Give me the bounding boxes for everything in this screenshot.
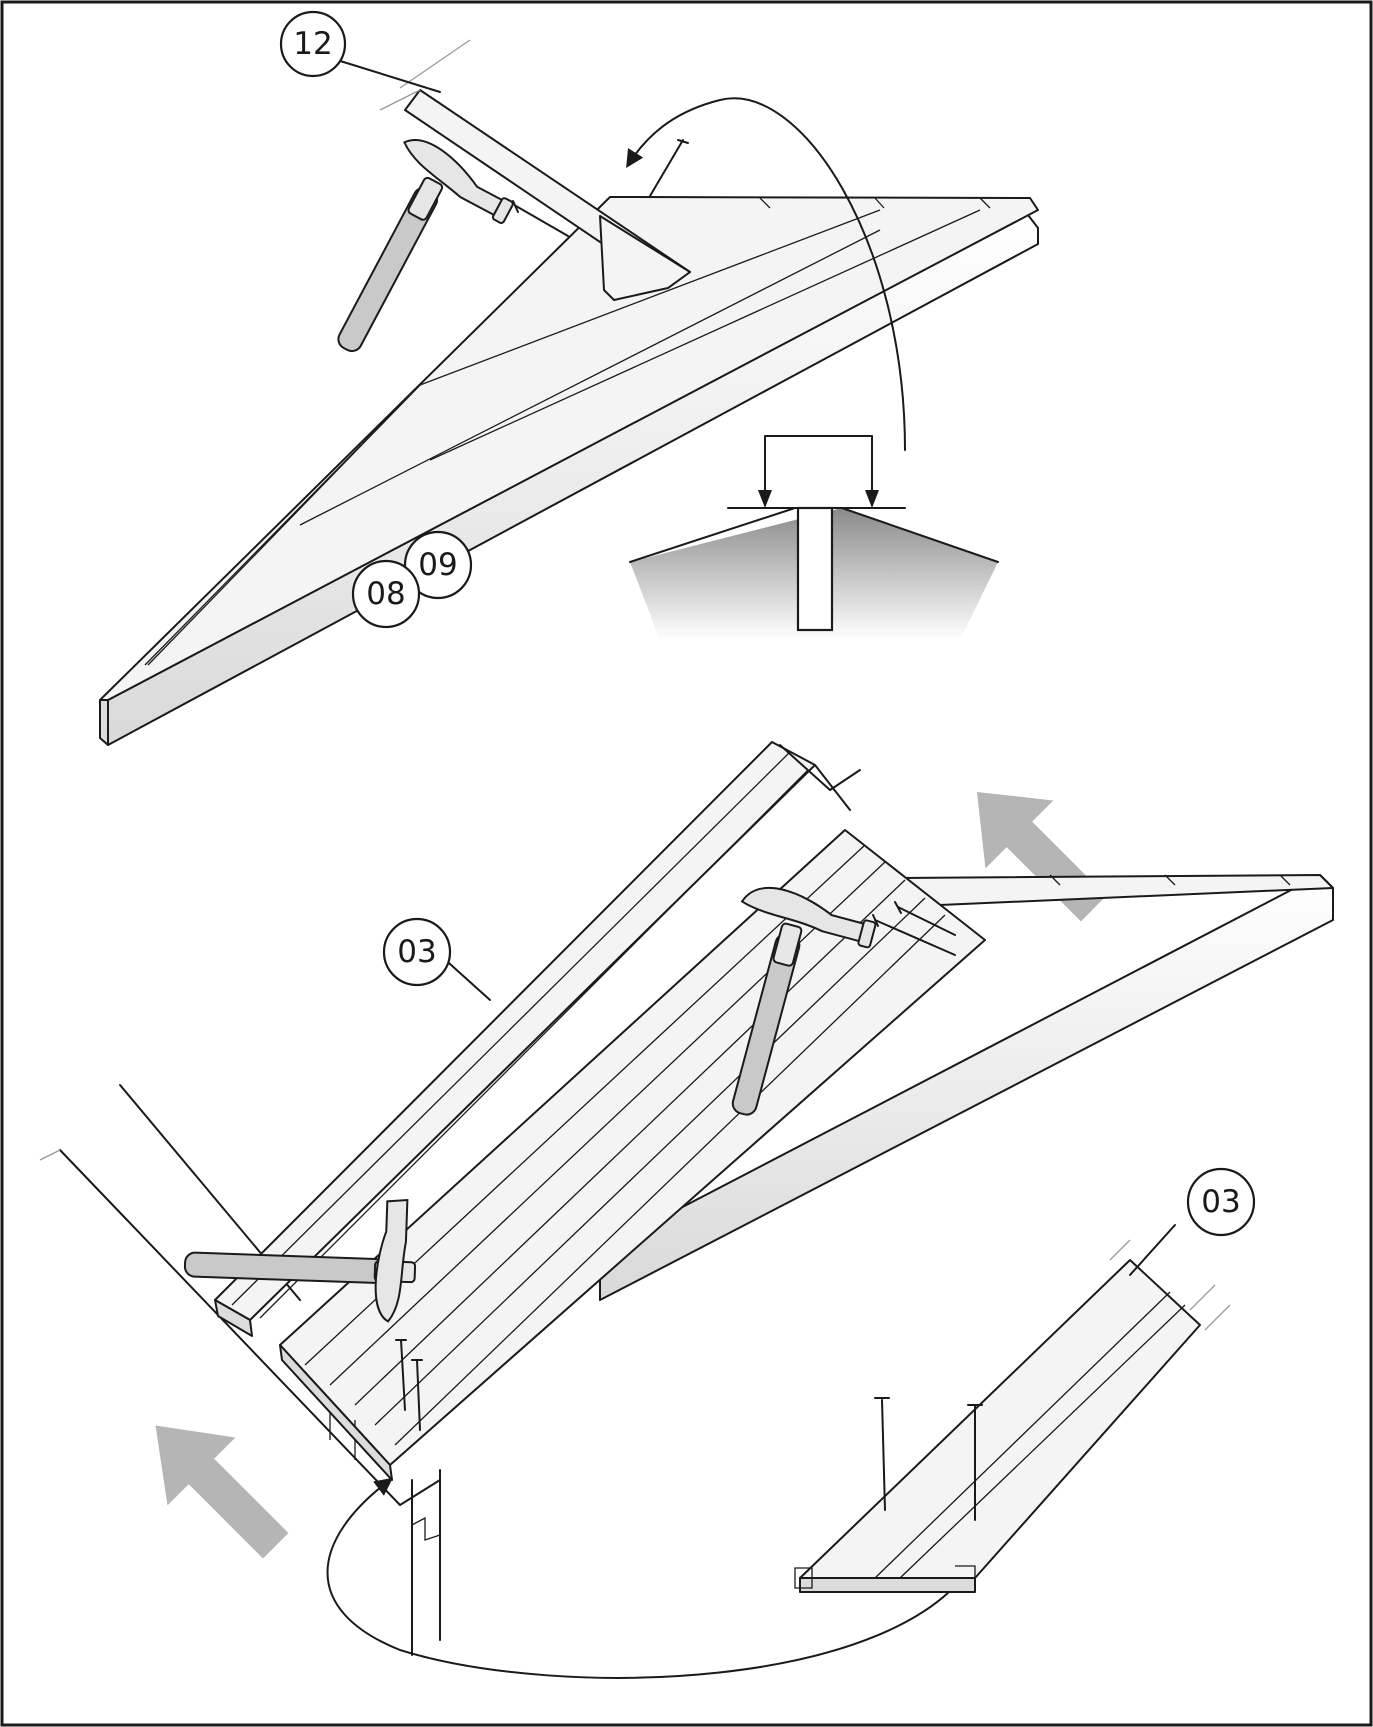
board-detail xyxy=(794,1224,1231,1593)
wall-roof-edge-ghost xyxy=(39,1149,61,1161)
curved-arrow-icon xyxy=(326,1477,976,1679)
detail-board-ghost xyxy=(1109,1239,1231,1331)
svg-text:03: 03 xyxy=(1201,1184,1240,1220)
nail-icon xyxy=(872,914,956,956)
callout-roof-board: 03 xyxy=(382,917,452,987)
wall-roof-edge xyxy=(59,1149,441,1506)
rafter-leader-line xyxy=(336,59,441,93)
nail-icon xyxy=(894,901,956,936)
hammer-icon xyxy=(337,139,514,353)
detail-board-edge xyxy=(799,1577,976,1593)
roof-board-upper-end xyxy=(214,1299,253,1337)
curved-arrow-icon xyxy=(626,97,906,451)
section-arrow-right xyxy=(865,490,879,508)
callout-roof-board-detail: 03 xyxy=(1186,1167,1256,1237)
section-roofline xyxy=(629,507,999,563)
gable-assembly xyxy=(99,39,1107,922)
nail-icon xyxy=(512,200,569,237)
roof-board-upper-grooves xyxy=(231,751,809,1319)
svg-text:12: 12 xyxy=(293,26,332,62)
nail-icon xyxy=(649,139,689,197)
callout-gable-left: 08 xyxy=(351,559,421,629)
gable-board-right-top xyxy=(899,874,1334,906)
roof-board-group-grooves xyxy=(304,844,946,1460)
gable-groove-1 xyxy=(299,229,881,526)
callout-rafter: 12 xyxy=(279,10,347,78)
svg-text:09: 09 xyxy=(418,547,457,583)
rafter-bracket xyxy=(599,215,691,301)
direction-arrow-icon xyxy=(976,791,1107,922)
svg-text:03: 03 xyxy=(397,934,436,970)
nail-icon xyxy=(967,1404,983,1521)
gable-groove-2 xyxy=(429,209,981,461)
gable-right-segment-marks xyxy=(1049,874,1291,886)
gable-board-end xyxy=(99,699,109,746)
nail-icon xyxy=(411,1359,423,1431)
svg-text:08: 08 xyxy=(366,576,405,612)
gable-inner-edge xyxy=(144,384,421,666)
direction-arrow-icon xyxy=(155,1425,289,1559)
rafter-braces xyxy=(779,744,861,811)
nail-icon xyxy=(874,1397,890,1511)
gable-segment-marks xyxy=(759,197,991,209)
nail-icon xyxy=(395,1339,407,1411)
section-detail xyxy=(629,435,999,640)
section-arrow-left xyxy=(758,490,772,508)
rafter-extension xyxy=(379,39,471,111)
detail-board-grooves xyxy=(874,1291,1186,1579)
detail-board-top xyxy=(799,1259,1201,1579)
roof-assembly xyxy=(39,741,1334,1679)
section-post xyxy=(796,506,834,632)
hammer-icon xyxy=(183,1198,417,1323)
hammer-icon xyxy=(731,886,877,1116)
detail-leader-line xyxy=(1129,1224,1176,1276)
section-bracket xyxy=(764,435,873,501)
callout-gable-right: 09 xyxy=(403,530,473,600)
wall-post xyxy=(411,1469,441,1656)
gable-board-right xyxy=(599,874,1334,1301)
wall-post-notch xyxy=(411,1516,441,1541)
detail-tongue-groove xyxy=(794,1565,976,1589)
gable-board-top xyxy=(99,196,1039,701)
